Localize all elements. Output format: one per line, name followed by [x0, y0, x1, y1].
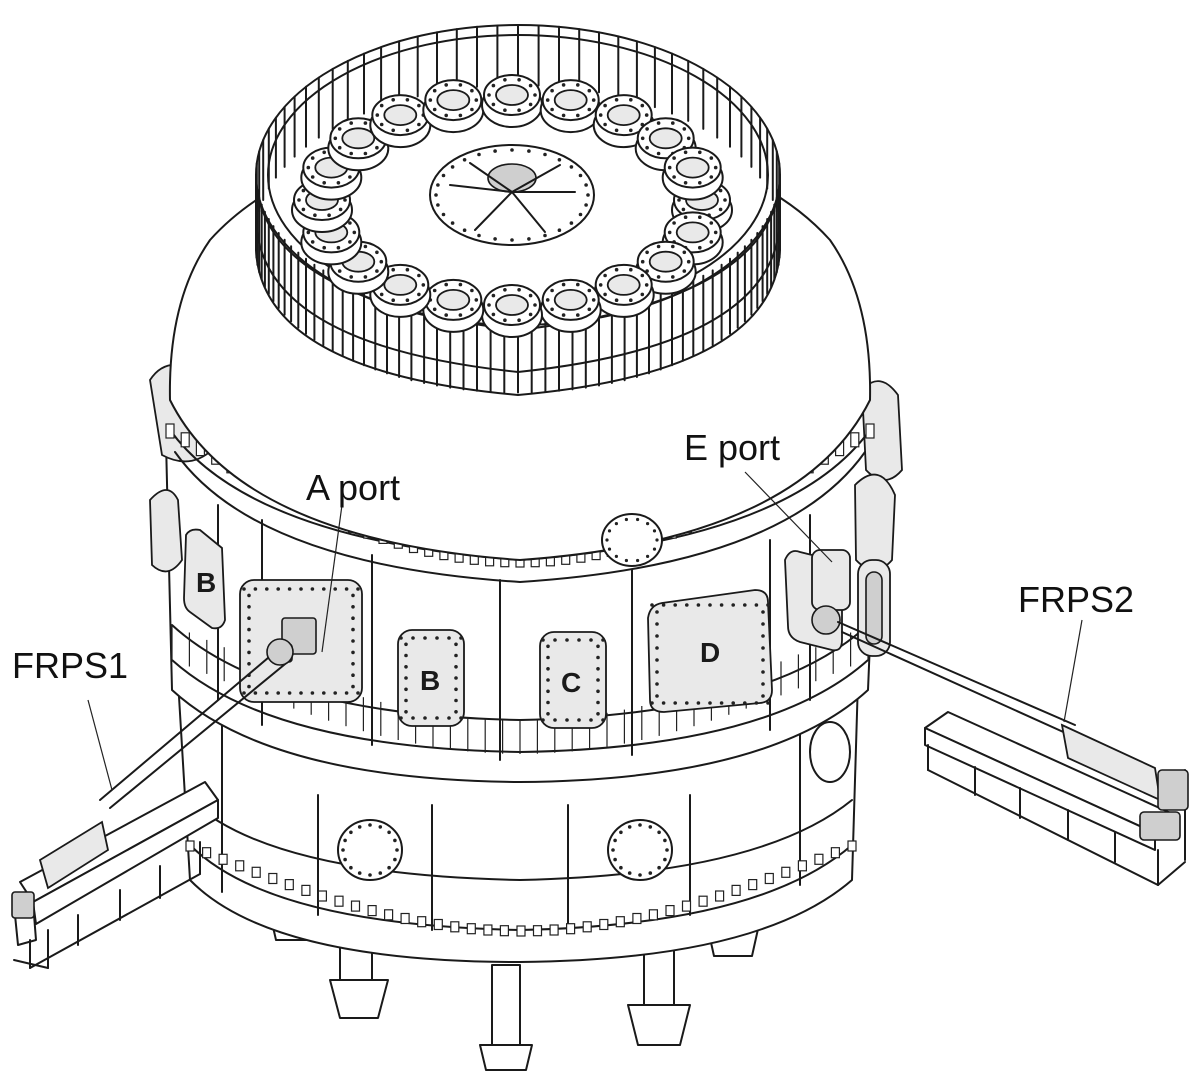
frps1-platform [11, 638, 294, 969]
port-b-small-label: B [196, 567, 216, 598]
e-port-connector [811, 605, 841, 635]
top-port [539, 278, 602, 333]
leader-lines [87, 471, 1083, 791]
top-port [592, 94, 655, 149]
top-port-ring [291, 74, 733, 338]
frps2-platform [837, 621, 1189, 886]
top-port [539, 79, 602, 134]
top-port [369, 94, 432, 149]
frps1-a-port-head [266, 638, 294, 666]
frps1-label: FRPS1 [12, 645, 128, 686]
frps2-leader [1063, 619, 1083, 723]
lower-port-far-right [809, 721, 851, 783]
support-legs [267, 904, 761, 1071]
e-port-leader [744, 471, 833, 563]
port-c [539, 631, 607, 729]
port-b [397, 629, 465, 727]
a-port-label: A port [306, 467, 400, 508]
top-port [422, 79, 485, 134]
lower-port-left [337, 819, 403, 881]
top-port [661, 146, 724, 201]
lower-port-right [607, 819, 673, 881]
frps1-rod [99, 651, 276, 801]
port-d [647, 589, 773, 713]
a-port-leader [321, 504, 343, 653]
top-port [592, 263, 655, 318]
port-d-label: D [700, 637, 720, 668]
top-port [327, 117, 390, 172]
port-b-label: B [420, 665, 440, 696]
central-top-flange [429, 144, 595, 246]
dome-side-port [601, 513, 663, 567]
port-c-label: C [561, 667, 581, 698]
top-port [481, 284, 543, 338]
frps2-label: FRPS2 [1018, 579, 1134, 620]
top-port [481, 74, 543, 128]
top-port [422, 278, 485, 333]
frps1-leader [87, 699, 113, 791]
port-b-small [183, 528, 226, 630]
frps2-rod [837, 621, 1076, 726]
e-port-label: E port [684, 427, 780, 468]
